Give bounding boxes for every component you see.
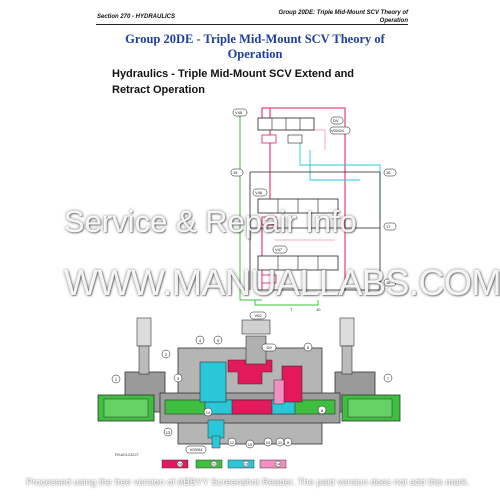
legend-callout <box>242 460 250 468</box>
group-header-line1: Group 20DE: Triple Mid-Mount SCV Theory … <box>278 10 408 16</box>
legend-number: 10 <box>178 462 183 467</box>
cutaway-callout: 2 <box>165 352 168 357</box>
cutaway-callout: 7 <box>387 376 390 381</box>
callout-circle <box>213 335 223 345</box>
valve-label-box <box>232 108 248 117</box>
valve-label: V45 <box>235 110 243 115</box>
legend-number: 13 <box>244 462 249 467</box>
valve-label-box <box>330 116 344 125</box>
valve-label: DV <box>333 118 339 123</box>
legend-swatch-return <box>195 459 223 469</box>
legend-callout <box>176 460 184 468</box>
cutaway-label-box <box>261 343 277 352</box>
watermark-service: Service & Repair Info <box>64 204 357 239</box>
group-title-line2: Operation <box>227 47 283 61</box>
valve-label-box <box>329 126 351 135</box>
cutaway-bottom-label: V03/04 <box>190 447 203 452</box>
callout: 16 <box>386 170 391 175</box>
cutaway-top-label: D9 <box>266 345 272 350</box>
right-fitting <box>339 317 355 375</box>
callout-circle <box>317 405 327 415</box>
legend-swatch-pink <box>259 459 287 469</box>
callout-circle <box>275 437 285 447</box>
cutaway-label-box <box>249 311 267 320</box>
watermark-url: WWW.MANUALLABS.COM <box>64 262 500 303</box>
section-heading-line1: Hydraulics - Triple Mid-Mount SCV Extend… <box>112 68 355 80</box>
cutaway-callout: 6 <box>307 345 310 350</box>
cutaway-callout: 8 <box>321 408 324 413</box>
callout-box <box>383 222 397 231</box>
callout: 18 <box>386 280 391 285</box>
callout-box <box>383 168 397 177</box>
cutaway-callout: 5 <box>217 338 220 343</box>
valve-label-box <box>252 188 268 197</box>
callout-circle <box>161 349 171 359</box>
black-lines <box>249 171 381 291</box>
cutaway-callout: 15 <box>248 442 253 447</box>
legend-swatch-cyan <box>227 459 255 469</box>
footer-watermark: Processed using the free version of ABBY… <box>26 477 470 488</box>
cutaway-callout: 12 <box>230 440 235 445</box>
right-actuator <box>334 371 401 422</box>
figure-id: RXA0123227 <box>115 452 139 457</box>
callout-circle <box>245 439 255 449</box>
cutaway-callout: 10 <box>266 440 271 445</box>
group-title-line1: Group 20DE - Triple Mid-Mount SCV Theory… <box>125 32 385 46</box>
valve-body <box>159 319 341 449</box>
valve-section-3 <box>257 255 339 284</box>
callout-circle <box>173 373 183 383</box>
callout: 17 <box>386 224 391 229</box>
left-actuator <box>97 371 166 422</box>
callout-circle <box>111 374 121 384</box>
valve-label-box <box>272 245 288 254</box>
valve-label: V02/04 <box>331 128 344 133</box>
cutaway-callout: 1 <box>115 377 118 382</box>
callout-circle <box>263 437 273 447</box>
callout-circle <box>195 335 205 345</box>
section-header: Section 270 - HYDRAULICS <box>97 14 176 20</box>
group-header: Group 20DE: Triple Mid-Mount SCV Theory … <box>262 9 408 25</box>
legend-swatch-pressure <box>161 459 189 469</box>
callout: 15 <box>233 170 238 175</box>
cutaway-top-label: V02 <box>254 313 262 318</box>
legend-callout <box>210 460 218 468</box>
legend-callout <box>274 460 282 468</box>
cutaway-label-box <box>185 445 207 454</box>
valve-label: V46 <box>255 190 263 195</box>
cutaway-callout: 14 <box>206 410 211 415</box>
header-rule <box>96 24 408 25</box>
section-heading-line2: Retract Operation <box>112 84 205 96</box>
legend-number: 14 <box>276 462 281 467</box>
cutaway-callout: 4 <box>199 338 202 343</box>
schematic-bottom-label: 10 <box>316 307 321 312</box>
callout-circle <box>383 373 393 383</box>
valve-label: V47 <box>275 247 283 252</box>
callout-circle <box>203 407 213 417</box>
legend-number: 11 <box>212 462 217 467</box>
callout-box <box>230 168 244 177</box>
group-title: Group 20DE - Triple Mid-Mount SCV Theory… <box>100 32 410 62</box>
cutaway-callout: 13 <box>166 430 171 435</box>
group-header-line2: Operation <box>379 18 408 24</box>
cutaway-callout: 9 <box>287 440 290 445</box>
callout-box <box>383 278 397 287</box>
section-heading: Hydraulics - Triple Mid-Mount SCV Extend… <box>112 66 392 98</box>
valve-section-2 <box>257 198 339 226</box>
color-legend: 10 11 13 14 <box>161 459 287 469</box>
callout-circle <box>303 342 313 352</box>
callout-circle <box>227 437 237 447</box>
cutaway-callout: 11 <box>278 440 283 445</box>
schematic-bottom-label: T <box>290 307 293 312</box>
left-fitting <box>136 317 152 375</box>
callout-circle <box>163 427 173 437</box>
cutaway-callout: 3 <box>177 376 180 381</box>
valve-section-1 <box>257 117 315 144</box>
